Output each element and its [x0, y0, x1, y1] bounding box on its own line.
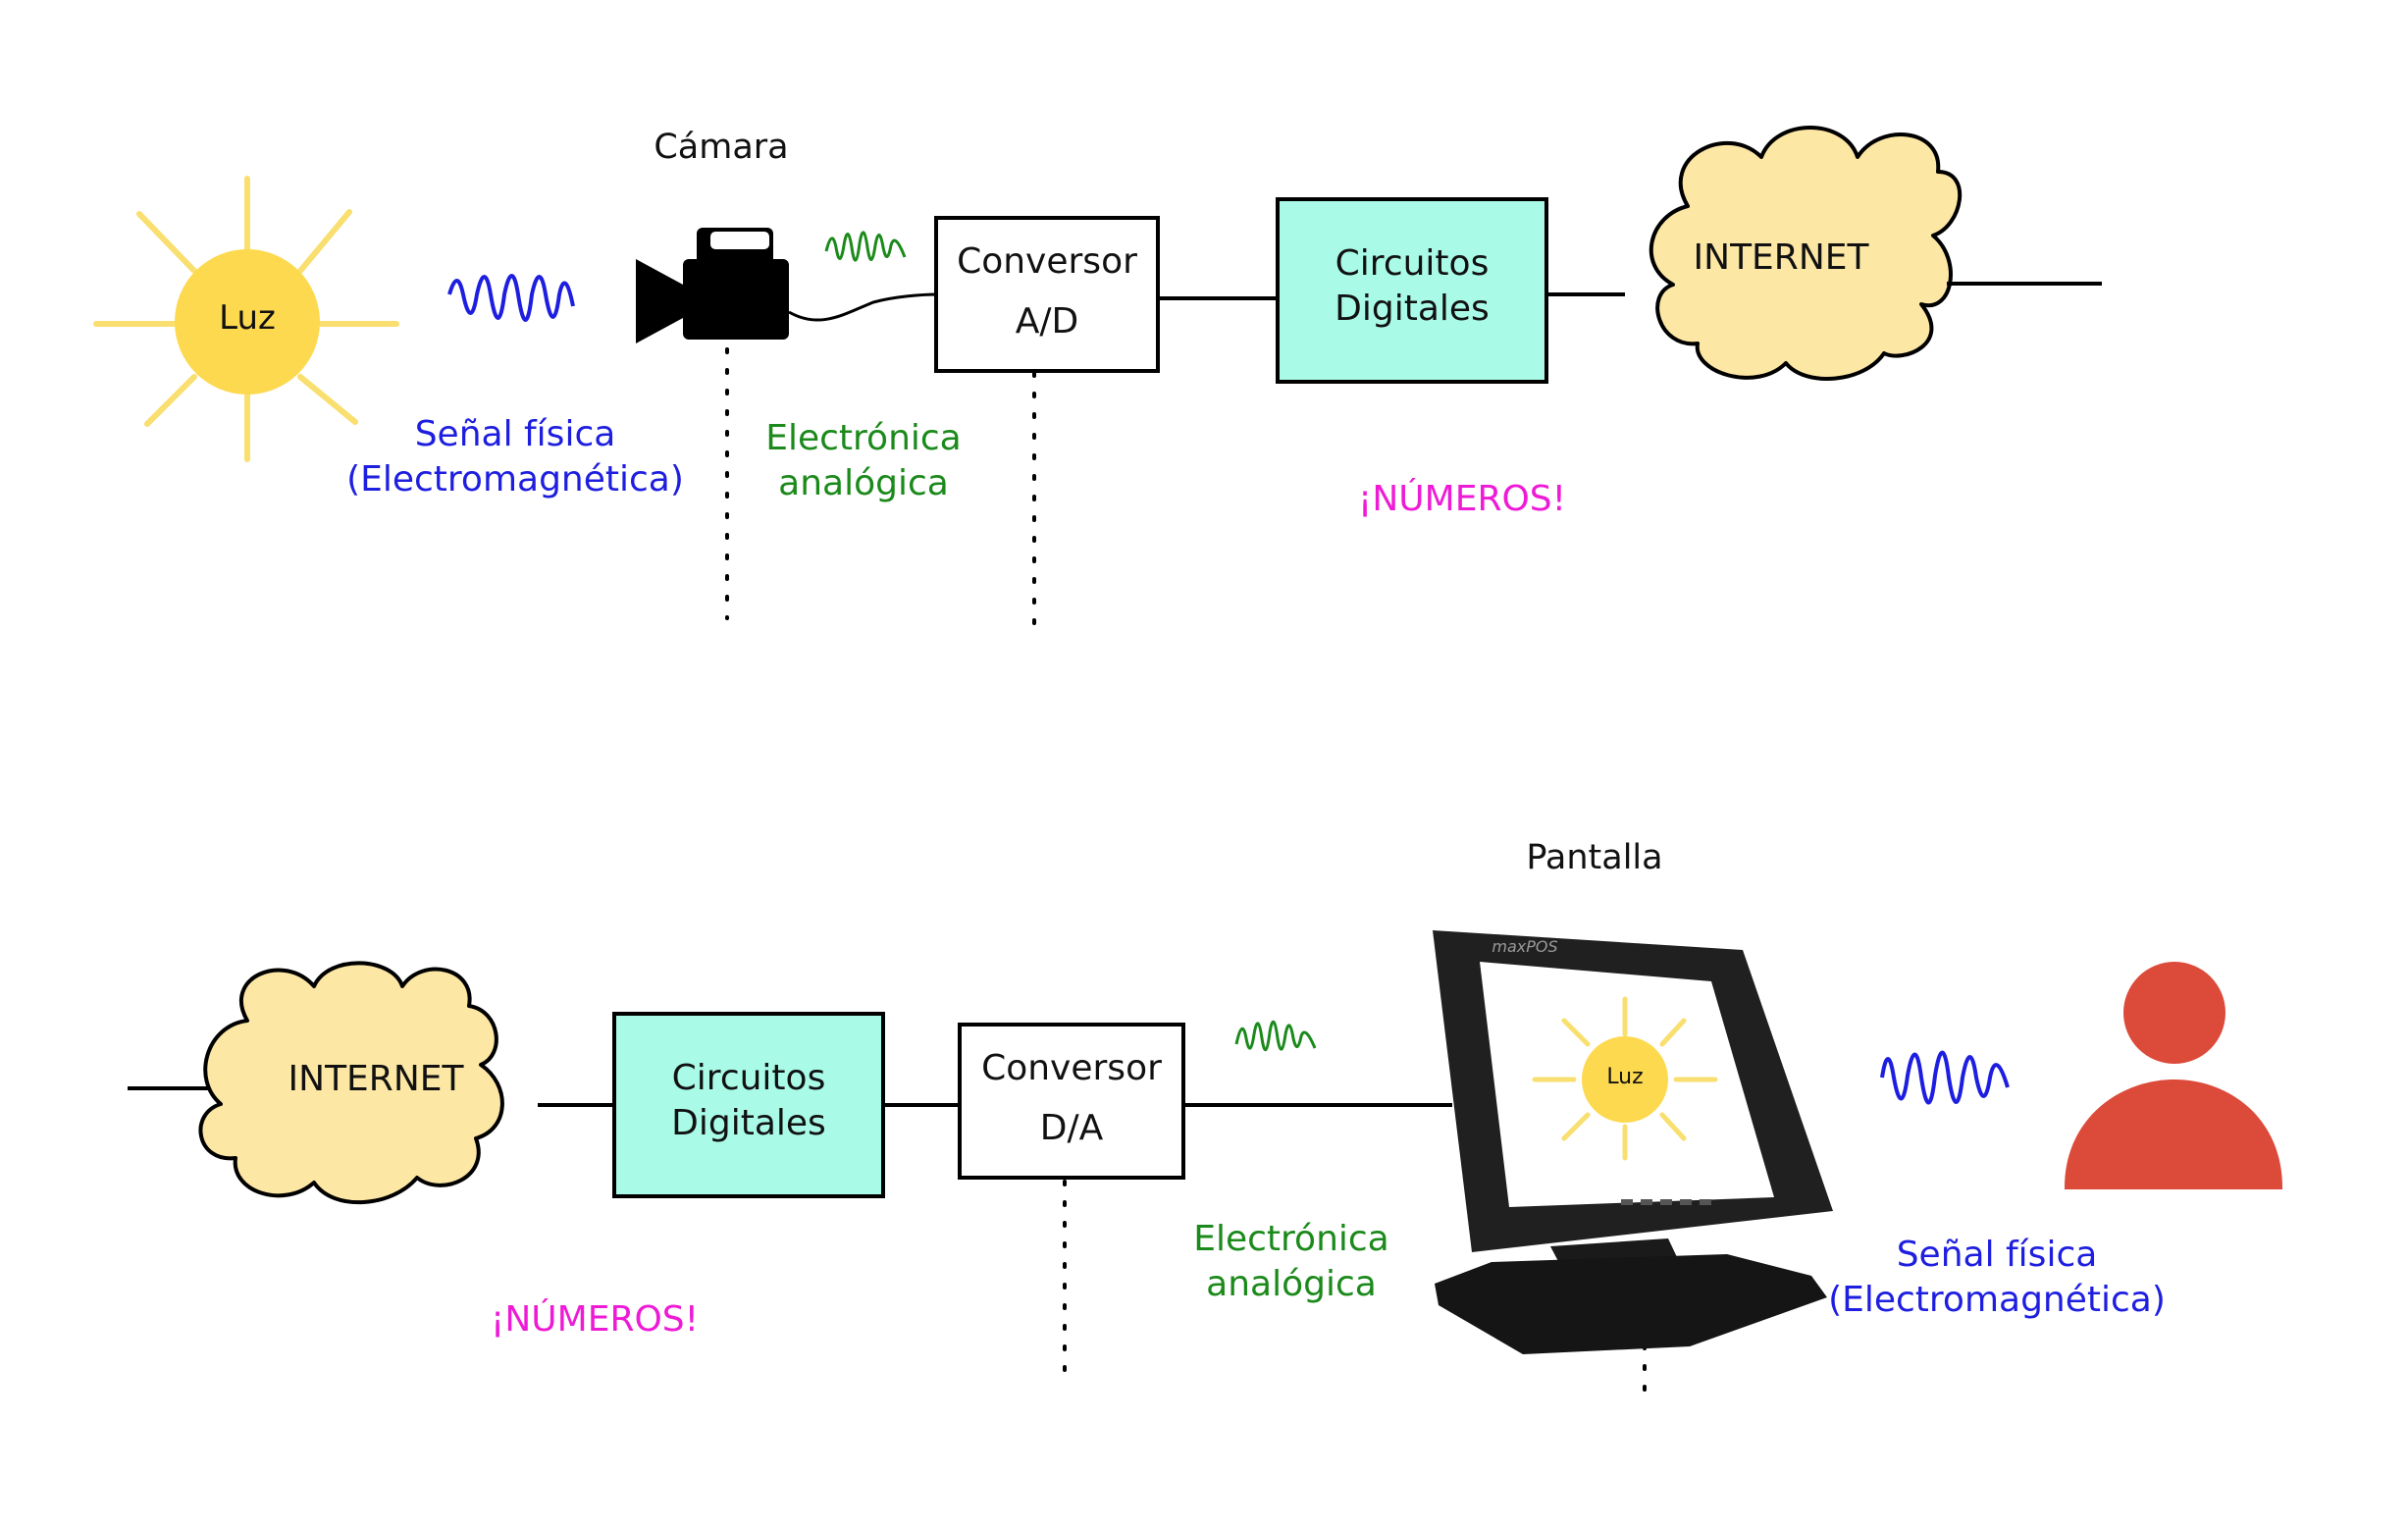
physical-signal-line-1: Señal física — [414, 414, 616, 454]
monitor-icon — [1433, 930, 1833, 1354]
person-icon — [2065, 962, 2282, 1189]
physical-signal-label: Señal física (Electromagnética) — [1806, 1233, 2188, 1323]
cloud-icon — [1649, 126, 1963, 381]
digital-circuits-label: Circuitos Digitales — [614, 1056, 883, 1146]
physical-signal-label: Señal física (Electromagnética) — [324, 412, 707, 502]
digital-circuits-label: Circuitos Digitales — [1278, 241, 1546, 332]
internet-label: INTERNET — [1693, 237, 1869, 278]
physical-signal-line-2: (Electromagnética) — [1828, 1280, 2166, 1321]
screen-sun-label: Luz — [1606, 1065, 1644, 1089]
analog-electronics-line-2: analógica — [778, 463, 949, 504]
wave-icon — [824, 231, 907, 262]
display-label: Pantalla — [1526, 838, 1663, 877]
ad-converter-box — [934, 216, 1160, 373]
analog-electronics-label: Electrónica analógica — [726, 416, 1001, 506]
digital-circuits-line-1: Circuitos — [1335, 243, 1490, 284]
ad-converter-line-1: Conversor — [957, 241, 1137, 282]
digital-circuits-box — [612, 1012, 885, 1198]
sun-icon — [93, 176, 399, 462]
digital-circuits-line-2: Digitales — [671, 1103, 826, 1144]
ad-converter-line-2: A/D — [1015, 301, 1079, 342]
da-converter-line-2: D/A — [1039, 1108, 1104, 1149]
numbers-label: ¡NÚMEROS! — [1357, 479, 1567, 519]
analog-electronics-label: Electrónica analógica — [1154, 1217, 1429, 1307]
digital-circuits-line-2: Digitales — [1335, 289, 1490, 330]
digital-circuits-box — [1276, 197, 1548, 384]
analog-electronics-line-1: Electrónica — [765, 418, 962, 458]
wave-icon — [447, 274, 575, 322]
wave-icon — [1880, 1050, 2010, 1105]
ad-converter-label: Conversor A/D — [936, 232, 1158, 351]
camera-icon — [636, 228, 789, 343]
digital-circuits-line-1: Circuitos — [671, 1058, 826, 1098]
camera-label: Cámara — [654, 128, 789, 167]
analog-electronics-line-2: analógica — [1206, 1264, 1377, 1305]
physical-signal-line-2: (Electromagnética) — [346, 459, 684, 500]
da-converter-box — [958, 1023, 1185, 1180]
wave-icon — [1234, 1021, 1317, 1051]
cloud-icon — [198, 961, 504, 1204]
physical-signal-line-1: Señal física — [1896, 1235, 2098, 1275]
analog-electronics-line-1: Electrónica — [1193, 1219, 1389, 1259]
internet-label: INTERNET — [288, 1059, 464, 1099]
da-converter-line-1: Conversor — [981, 1048, 1162, 1088]
monitor-brand: maxPOS — [1492, 937, 1558, 956]
numbers-label: ¡NÚMEROS! — [490, 1299, 700, 1340]
sun-label: Luz — [219, 298, 276, 338]
da-converter-label: Conversor D/A — [960, 1038, 1183, 1158]
